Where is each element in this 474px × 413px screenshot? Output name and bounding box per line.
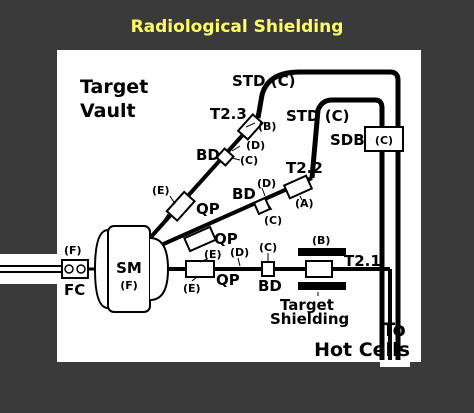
label-c-mid: (C): [259, 241, 277, 254]
fc-circle-right: [76, 264, 86, 274]
beam-entrance-channel: [0, 254, 60, 284]
qp-mid-group: [183, 225, 217, 253]
label-std-c-lower: STD (C): [286, 107, 349, 125]
qp-upper-magnet: [165, 190, 196, 223]
t22-std-line: [309, 97, 385, 179]
label-target-shielding-1: Target: [280, 296, 334, 314]
label-e-upper: (E): [152, 184, 170, 197]
qp-mid-magnet: [183, 225, 217, 253]
sdb-box: [364, 126, 404, 152]
sm-left-cap: [93, 228, 109, 310]
t22-target: [282, 174, 314, 200]
leader-d-mid: [237, 257, 241, 267]
label-std-c-upper: STD (C): [232, 72, 295, 90]
target-shielding-bottom: [298, 282, 346, 290]
label-qp-lower: QP: [216, 271, 240, 289]
hot-cells-channel: [380, 355, 410, 367]
label-sm: SM: [116, 259, 142, 277]
label-t23: T2.3: [210, 105, 247, 123]
label-e-mid: (E): [204, 248, 222, 261]
label-target-shielding-2: Shielding: [270, 310, 349, 328]
bd-mid-group: [252, 196, 272, 216]
label-bd-mid-c: (C): [264, 214, 282, 227]
label-e-lower: (E): [183, 282, 201, 295]
sm-right-cap: [149, 237, 170, 301]
label-fc: FC: [64, 281, 85, 299]
label-sdb: SDB: [330, 131, 365, 149]
t23-std-line: [255, 69, 401, 315]
diagram-title: Radiological Shielding: [131, 17, 344, 37]
bd-mid-box: [252, 196, 272, 216]
t23-beamline: [148, 116, 260, 240]
label-t22: T2.2: [286, 159, 323, 177]
t23-target-group: [236, 112, 264, 141]
leader-e-upper-2: [162, 213, 169, 223]
leader-e-mid: [199, 258, 208, 263]
label-hot-cells: Hot Cells: [314, 339, 410, 361]
qp-lower-magnet: [185, 260, 215, 278]
label-f-left: (F): [64, 244, 82, 257]
label-bd-mid: BD: [232, 185, 256, 203]
label-sm-f: (F): [120, 279, 138, 292]
leader-t23-b: [245, 122, 256, 128]
label-t21: T2.1: [344, 252, 381, 270]
leader-e-lower: [191, 276, 198, 282]
t21-target: [305, 260, 333, 278]
t22-beamline: [149, 176, 313, 252]
bd-lower-box: [261, 261, 275, 277]
label-d-mid: (D): [230, 246, 249, 259]
qp-upper-group: [165, 190, 196, 223]
leader-bd-c: [267, 203, 273, 211]
label-qp-mid: QP: [214, 230, 238, 248]
vault-label-line2: Vault: [80, 100, 136, 122]
vault-label-line1: Target: [80, 76, 148, 98]
target-shielding-top: [298, 248, 346, 256]
leader-e-upper: [169, 195, 176, 205]
bd-upper-group: [215, 147, 235, 167]
label-b-mid: (B): [312, 234, 330, 247]
label-bd-upper: BD: [196, 146, 220, 164]
label-t23-c: (C): [240, 154, 258, 167]
leader-t23-c: [231, 157, 241, 161]
t22-target-group: [282, 174, 314, 200]
label-sdb-c: (C): [375, 134, 393, 147]
leader-t23-d: [231, 145, 241, 152]
leader-t22-a: [299, 195, 303, 201]
label-t23-d: (D): [246, 139, 265, 152]
label-to: To: [382, 319, 406, 341]
beam-lines: [0, 69, 401, 315]
leader-bd-d: [261, 187, 266, 197]
label-bd-lower: BD: [258, 277, 282, 295]
fc-circle-left: [64, 264, 74, 274]
bd-upper-box: [215, 147, 235, 167]
label-qp-upper: QP: [196, 200, 220, 218]
leader-lines: [162, 122, 319, 296]
label-t22-a: (A): [295, 197, 314, 210]
label-t22-d: (D): [257, 177, 276, 190]
t23-target: [236, 112, 264, 141]
label-t23-b: (B): [258, 120, 276, 133]
